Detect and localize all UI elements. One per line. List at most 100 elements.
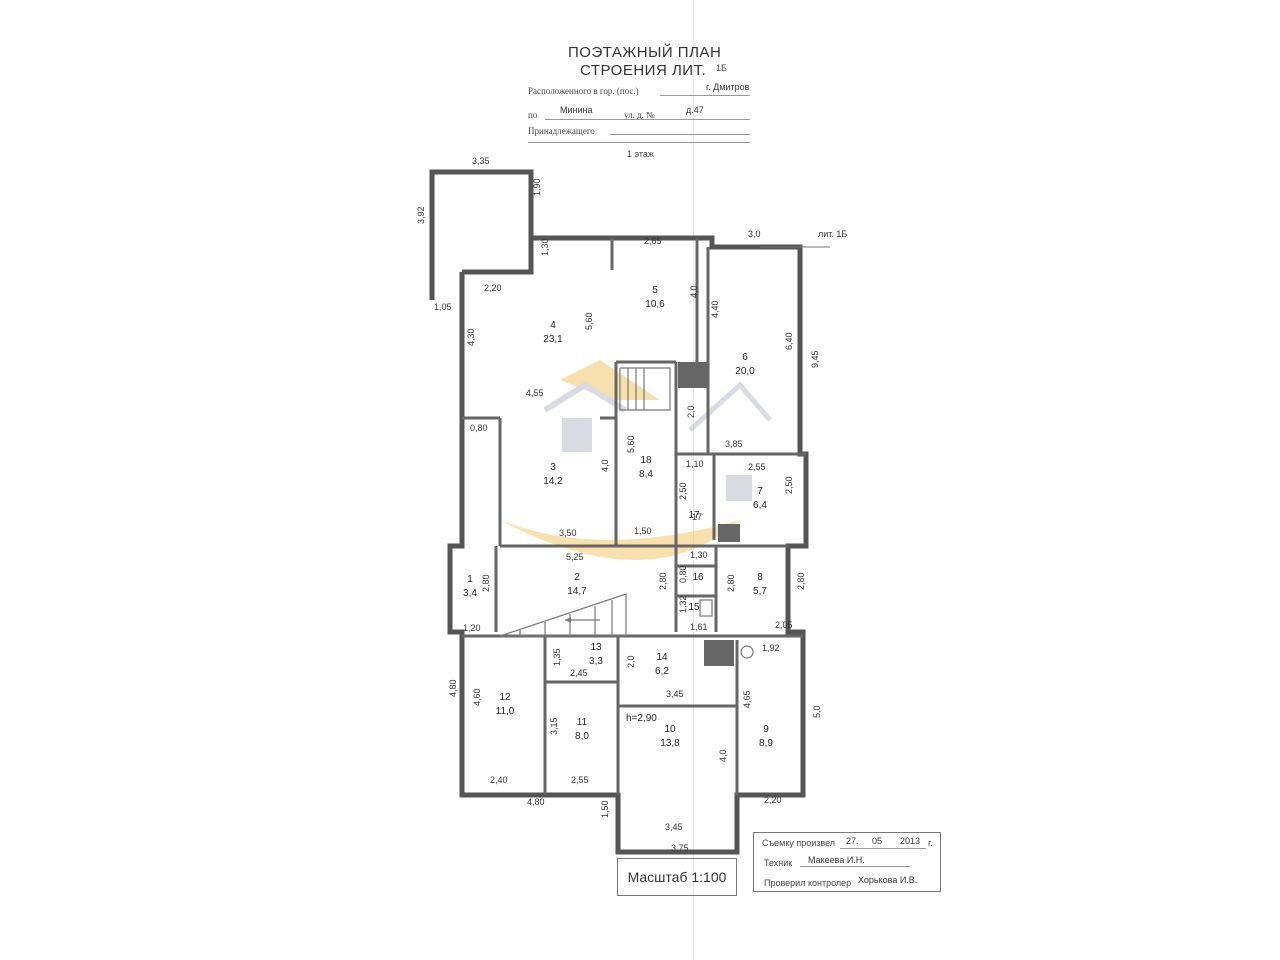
check-value: Хорькова И.В.: [858, 875, 918, 885]
dimension-label: 3,15: [549, 717, 559, 735]
room-area: 11,0: [496, 706, 515, 717]
street-value: Минина: [560, 105, 593, 115]
staircase: [499, 367, 671, 637]
dimension-label: 2,40: [490, 775, 508, 785]
survey-rule: [840, 848, 926, 849]
room-number: 1: [467, 574, 473, 585]
dimension-label: 1,92: [762, 643, 780, 653]
dimension-label: 1,20: [463, 623, 481, 633]
room-number: 10: [664, 724, 676, 735]
dimension-label: 4,80: [448, 679, 458, 697]
title-lit: 1Б: [716, 63, 727, 73]
dimension-label: 2,80: [796, 572, 806, 590]
room-area: 20,0: [735, 366, 755, 377]
dimension-label: 5,25: [566, 552, 584, 562]
room-number: 11: [577, 717, 588, 728]
room-area: 14,2: [543, 476, 563, 487]
room-number: 15: [688, 602, 700, 613]
survey-month: 05: [872, 836, 883, 846]
dimension-label: 2,55: [571, 775, 589, 785]
survey-label: Съемку произвел: [762, 838, 836, 848]
room-number: 12: [499, 692, 511, 703]
owner-rule: [610, 134, 750, 135]
dimension-label: 9,45: [810, 350, 820, 368]
survey-year: 2013: [900, 836, 921, 846]
boiler-icon: [740, 645, 754, 659]
dimension-label: 6,40: [784, 332, 794, 350]
room-number: 3: [550, 462, 556, 473]
tech-label: Техник: [764, 858, 793, 868]
located-rule: [660, 95, 750, 96]
dimension-label: 4,40: [710, 300, 720, 318]
dimension-label: 3,92: [416, 206, 426, 224]
survey-suffix: г.: [928, 838, 933, 848]
dimension-label: 3,35: [472, 156, 490, 166]
paper-fold-line: [693, 0, 694, 960]
street-rule: [545, 119, 750, 120]
dimension-label: 4,0: [718, 749, 728, 762]
room-area: 8,4: [639, 469, 653, 480]
dimension-label: 0,80: [470, 423, 488, 433]
room-number: 8: [757, 572, 763, 583]
dimension-label: 2,50: [678, 482, 688, 500]
dimension-label: 2,45: [570, 668, 588, 678]
dimension-label: 3,50: [559, 528, 577, 538]
street-label: ул. д. №: [624, 110, 655, 120]
dimension-label: 1,50: [600, 800, 610, 818]
dimension-label: 0,80: [678, 565, 688, 583]
room-number: 6: [742, 352, 748, 363]
height-note: h=2,90: [626, 713, 657, 724]
owner-label: Принадлежащего: [528, 126, 595, 136]
room-number: 7: [757, 486, 763, 497]
dimension-label: 2,65: [644, 236, 662, 246]
title-line-1: ПОЭТАЖНЫЙ ПЛАН: [568, 44, 722, 61]
room-area: 5,7: [753, 586, 767, 597]
dimension-label: 5,0: [812, 705, 822, 718]
dimension-label: 2,20: [484, 283, 502, 293]
room-area: 3,3: [589, 656, 603, 667]
dimension-label: 4,65: [742, 690, 752, 708]
dimension-label: 1,61: [690, 622, 708, 632]
room-number: 18: [640, 455, 652, 466]
dimension-label: 5,60: [626, 435, 636, 453]
room-area: 23,1: [543, 334, 563, 345]
room-number: 16: [692, 572, 704, 583]
dimension-label: 2,80: [481, 574, 491, 592]
floor-label: 1 этаж: [627, 149, 654, 159]
dimension-label: 2,55: [748, 462, 766, 472]
check-label: Проверил контролер: [764, 878, 852, 888]
stamp-box: [753, 832, 941, 892]
room-area: 6,4: [753, 500, 767, 511]
room-area: 14,7: [567, 586, 587, 597]
dimension-label: 2,05: [775, 620, 793, 630]
survey-day: 27.: [846, 836, 859, 846]
dimension-label: 17: [692, 512, 702, 522]
room-number: 2: [574, 572, 580, 583]
dimension-label: 1,30: [690, 550, 708, 560]
dimension-label: 3,75: [671, 843, 689, 853]
room-area: 3,4: [463, 588, 477, 599]
dimension-label: 2,80: [658, 572, 668, 590]
annex-wall: [429, 169, 534, 300]
room-area: 10,6: [645, 299, 665, 310]
dimension-label: 4,55: [526, 388, 544, 398]
chimney-3: [704, 640, 734, 666]
dimension-label: 1,90: [532, 178, 542, 196]
room-labels: 13,4214,7314,2423,1510,6620,076,485,798,…: [463, 285, 773, 749]
dimension-label: 1,10: [686, 459, 704, 469]
street-prefix: по: [528, 110, 538, 120]
dimension-label: 5,60: [584, 312, 594, 330]
dimension-label: 2,0: [686, 405, 696, 418]
tech-rule: [800, 866, 910, 867]
dimension-label: 3,85: [725, 439, 743, 449]
dimension-label: 4,0: [600, 459, 610, 472]
dimension-label: 4,80: [527, 797, 545, 807]
dimension-label: 3,45: [666, 689, 684, 699]
dimension-label: 3,0: [748, 229, 761, 239]
located-value: г. Дмитров: [706, 82, 750, 92]
dimension-label: 1,05: [434, 302, 452, 312]
dimension-label: 1,30: [540, 238, 550, 256]
dimension-label: 3,45: [665, 822, 683, 832]
dimension-label: 2,50: [784, 476, 794, 494]
dimension-label: 2,0: [626, 655, 636, 668]
